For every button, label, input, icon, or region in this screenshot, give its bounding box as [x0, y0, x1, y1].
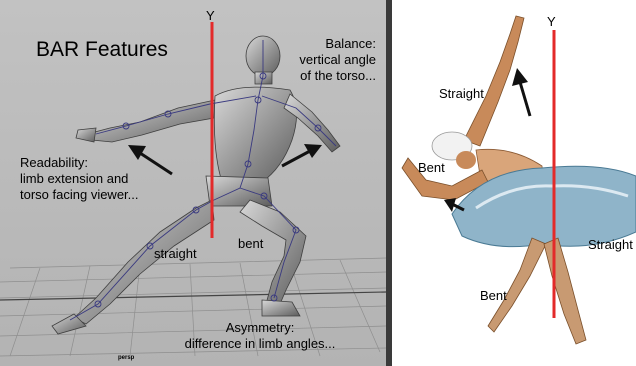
bent-leg-label: Bent [480, 288, 507, 304]
dancer-face [456, 151, 476, 169]
straight-leg-label: Straight [588, 237, 633, 253]
dancer-photo-panel: Y Straight Bent Straight Bent [392, 0, 636, 366]
readability-line-1: Readability: [20, 155, 139, 171]
viewport-label: persp [118, 355, 134, 361]
dancer-illustration [392, 0, 636, 366]
asymmetry-annotation: Asymmetry: difference in limb angles... [150, 320, 370, 352]
straight-upper-label: Straight [439, 86, 484, 102]
y-axis-label-right: Y [547, 14, 556, 29]
y-axis-label: Y [206, 8, 215, 23]
balance-line-3: of the torso... [286, 68, 376, 84]
readability-line-3: torso facing viewer... [20, 187, 139, 203]
asymmetry-line-1: Asymmetry: [150, 320, 370, 336]
balance-annotation: Balance: vertical angle of the torso... [286, 36, 376, 84]
figure-title: BAR Features [36, 38, 168, 62]
balance-line-1: Balance: [286, 36, 376, 52]
asymmetry-line-2: difference in limb angles... [150, 336, 370, 352]
bent-arm-label: Bent [418, 160, 445, 176]
balance-line-2: vertical angle [286, 52, 376, 68]
mannequin-viewport: BAR Features Y Balance: vertical angle o… [0, 0, 386, 366]
bent-label: bent [238, 236, 263, 252]
straight-label: straight [154, 246, 197, 262]
readability-annotation: Readability: limb extension and torso fa… [20, 155, 139, 203]
readability-line-2: limb extension and [20, 171, 139, 187]
